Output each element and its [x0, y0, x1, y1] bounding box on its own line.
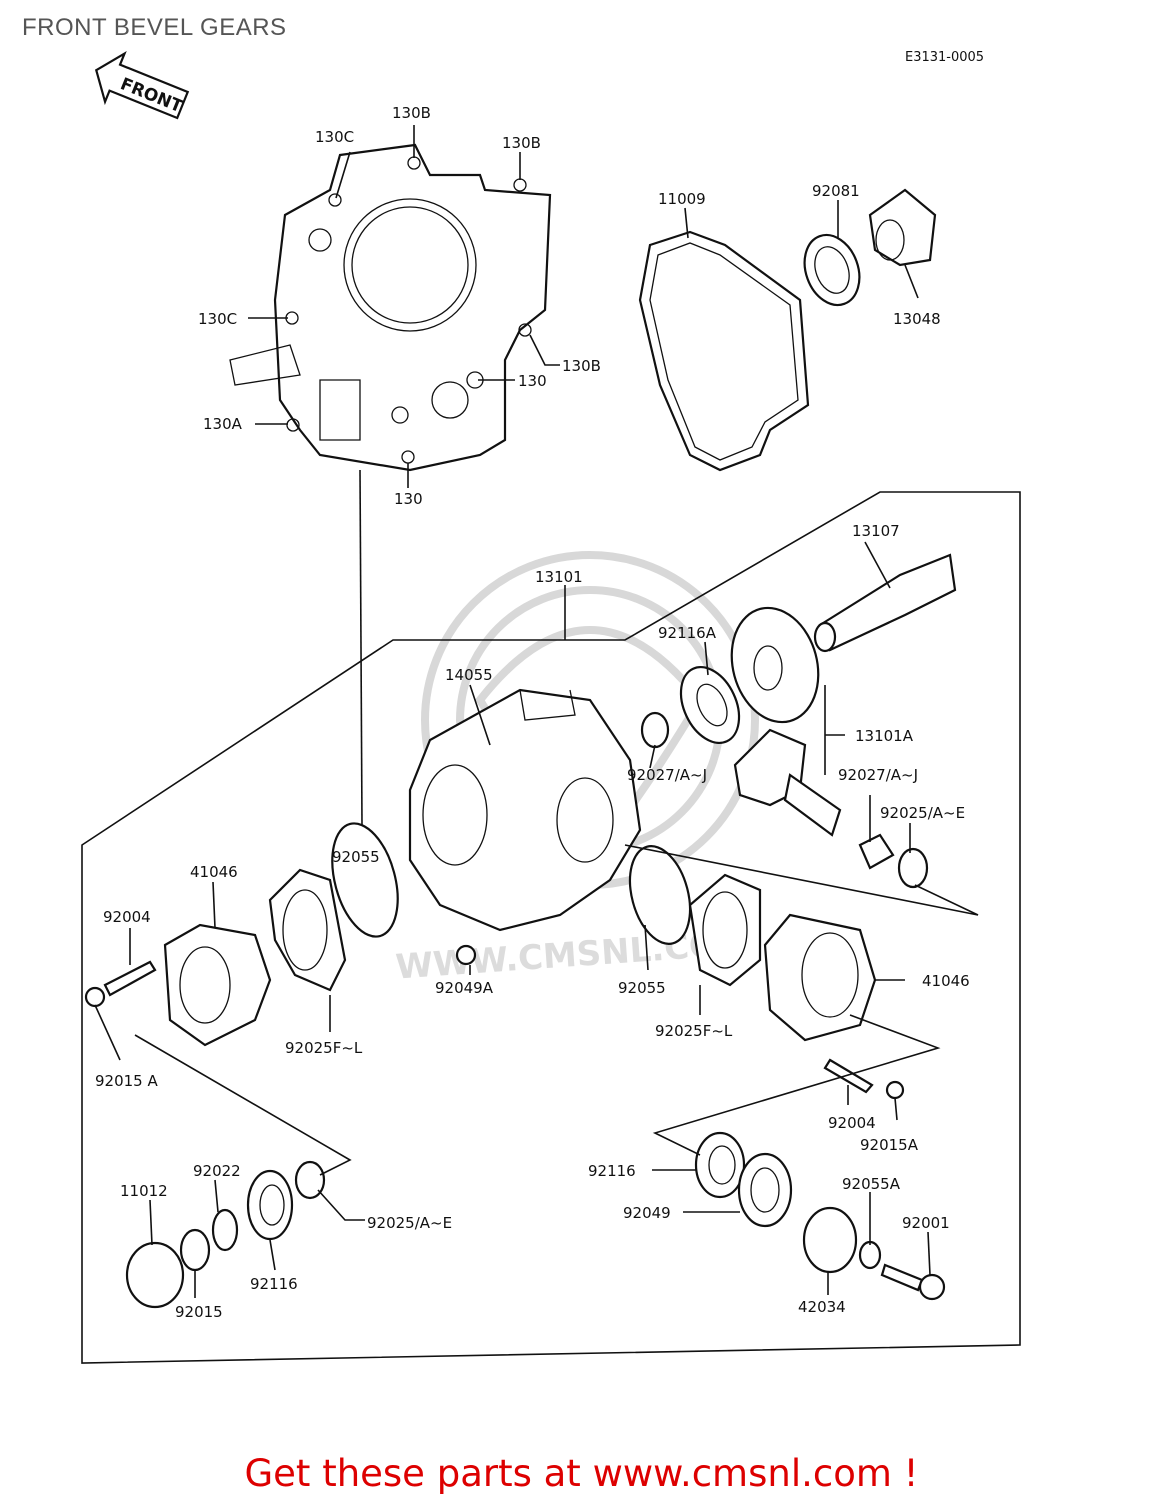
coupling-13048: [868, 188, 937, 267]
label-92025fl-b: 92025F~L: [655, 1022, 733, 1040]
ring-92025-ae-a: [897, 847, 929, 889]
shim-92027-a: [640, 711, 670, 749]
label-13101: 13101: [535, 568, 583, 586]
shaft-13107: [813, 553, 957, 653]
label-42034: 42034: [798, 1298, 846, 1316]
bolt-92001: [880, 1263, 946, 1301]
oil-seal-92081: [803, 233, 861, 307]
label-92116-a: 92116: [250, 1275, 298, 1293]
label-13048: 13048: [893, 310, 941, 328]
label-92116-b: 92116: [588, 1162, 636, 1180]
pinion-gear: [733, 728, 842, 837]
label-92025-ae-b: 92025/A~E: [367, 1214, 452, 1232]
label-92001: 92001: [902, 1214, 950, 1232]
label-92022: 92022: [193, 1162, 241, 1180]
label-92025fl-a: 92025F~L: [285, 1039, 363, 1057]
gear-42034: [802, 1206, 858, 1274]
label-92004-a: 92004: [103, 908, 151, 926]
label-92055-b: 92055: [618, 979, 666, 997]
label-130-a: 130: [518, 372, 547, 390]
page-title: FRONT BEVEL GEARS: [22, 14, 287, 41]
nut-92015A-a: [84, 986, 106, 1008]
assembly-boundary: [81, 491, 1021, 1364]
label-130C-a: 130C: [315, 128, 354, 146]
label-11009: 11009: [658, 190, 706, 208]
label-13101A: 13101A: [855, 727, 914, 745]
housing-14055: [408, 688, 642, 932]
gasket-92025fl-b: [688, 873, 762, 987]
washer-92022: [211, 1208, 239, 1252]
bearing-housing-41046-a: [163, 923, 272, 1047]
bearing-92116-a: [246, 1169, 294, 1241]
leader-lines: [94, 125, 979, 1298]
gear-13101A: [730, 606, 820, 724]
gasket-11009: [638, 230, 810, 472]
label-92015A-a: 92015 A: [95, 1072, 158, 1090]
o-ring-92055A: [858, 1240, 882, 1270]
bearing-92116A: [679, 666, 741, 744]
label-14055: 14055: [445, 666, 493, 684]
nut-92049A: [455, 944, 477, 966]
diagram-code: E3131-0005: [905, 50, 985, 65]
label-92081: 92081: [812, 182, 860, 200]
label-92027-a: 92027/A~J: [627, 766, 707, 784]
label-92015A-b: 92015A: [860, 1136, 919, 1154]
o-ring-92055-a: [331, 822, 399, 938]
bearing-92116-b: [694, 1131, 746, 1199]
nut-92015A-b: [885, 1080, 905, 1100]
label-92049: 92049: [623, 1204, 671, 1222]
shim-92027-b: [858, 833, 895, 870]
parts-diagram: WWW.CMSNL.COM FRONT: [81, 50, 1021, 1364]
cta-link[interactable]: Get these parts at www.cmsnl.com !: [244, 1452, 919, 1495]
label-130B-a: 130B: [392, 104, 431, 122]
label-130C-b: 130C: [198, 310, 237, 328]
oil-seal-92049: [737, 1152, 793, 1228]
cap-11012: [125, 1241, 185, 1309]
label-92055-a: 92055: [332, 848, 380, 866]
bearing-housing-41046-b: [763, 913, 877, 1042]
label-130-b: 130: [394, 490, 423, 508]
front-arrow: FRONT: [94, 50, 190, 120]
label-130B-b: 130B: [502, 134, 541, 152]
label-92004-b: 92004: [828, 1114, 876, 1132]
ring-92025-ae-b: [294, 1160, 326, 1200]
label-130B-c: 130B: [562, 357, 601, 375]
crankcase-cover: [229, 143, 552, 472]
gasket-92025fl-a: [268, 868, 347, 992]
label-92015: 92015: [175, 1303, 223, 1321]
stud-92004-a: [103, 960, 157, 997]
nut-92015: [179, 1228, 211, 1272]
label-41046-b: 41046: [922, 972, 970, 990]
label-11012: 11012: [120, 1182, 168, 1200]
label-92055A: 92055A: [842, 1175, 901, 1193]
label-130A: 130A: [203, 415, 243, 433]
label-41046-a: 41046: [190, 863, 238, 881]
label-92049A: 92049A: [435, 979, 494, 997]
label-92116A: 92116A: [658, 624, 717, 642]
label-13107: 13107: [852, 522, 900, 540]
o-ring-92055-b: [628, 845, 692, 945]
label-92025-ae-a: 92025/A~E: [880, 804, 965, 822]
label-92027-b: 92027/A~J: [838, 766, 918, 784]
stud-92004-b: [823, 1058, 874, 1094]
